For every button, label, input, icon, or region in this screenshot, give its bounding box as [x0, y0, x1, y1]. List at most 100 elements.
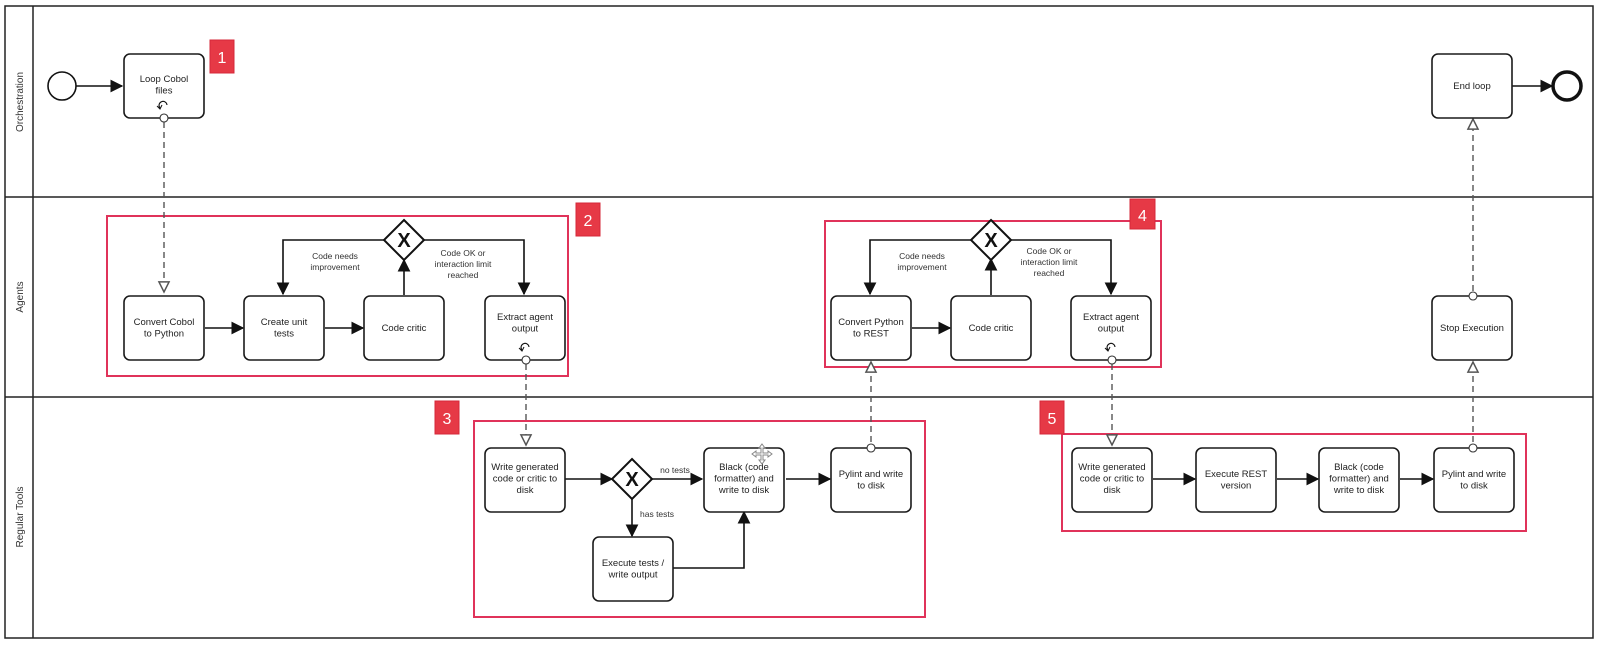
exclusive-gateway[interactable]: X [382, 218, 426, 262]
step-badge-4: 4 [1129, 198, 1156, 230]
task-stop-execution[interactable]: Stop Execution [1431, 295, 1513, 361]
task-code-critic[interactable]: Code critic [363, 295, 445, 361]
connector-dot [1468, 443, 1478, 453]
task-label: Write generated [491, 462, 558, 473]
task-label: Black (code [719, 462, 769, 473]
task-label: Code critic [382, 323, 427, 334]
flow-gateway2-ok [1010, 239, 1118, 296]
task-code-critic-rest[interactable]: Code critic [950, 295, 1032, 361]
task-label: code or critic to [493, 474, 557, 485]
task-label: to REST [853, 329, 889, 340]
flow-tests-to-black [673, 510, 751, 569]
task-label: formatter) and [714, 474, 774, 485]
task-label: output [1098, 324, 1125, 335]
task-label: to disk [857, 481, 885, 492]
task-label: output [512, 324, 539, 335]
gateway-x-icon: X [625, 469, 639, 491]
connector-dot [1107, 355, 1117, 365]
svg-text:5: 5 [1048, 411, 1057, 428]
task-label: write to disk [718, 485, 769, 496]
task-label: disk [517, 485, 534, 496]
exclusive-gateway[interactable]: X [969, 218, 1013, 262]
task-label: to disk [1460, 481, 1488, 492]
task-label: Pylint and write [1442, 469, 1506, 480]
task-label: tests [274, 329, 294, 340]
step-badge-2: 2 [575, 202, 601, 237]
task-label: write output [607, 570, 657, 581]
task-label: Pylint and write [839, 469, 903, 480]
edge-label-has-tests: has tests [640, 509, 674, 519]
end-event[interactable] [1551, 70, 1583, 102]
flow-gateway2-needs-improvement [863, 239, 972, 296]
task-label: write to disk [1333, 485, 1384, 496]
task-label: Execute tests / [602, 558, 665, 569]
highlight-box-2 [106, 215, 569, 377]
task-label: Stop Execution [1440, 323, 1504, 334]
connector-dot [866, 443, 876, 453]
loop-marker-arrow-icon [156, 104, 163, 110]
lane-label-agents: Agents [15, 281, 26, 312]
task-label: version [1221, 481, 1252, 492]
pool-border [4, 5, 1594, 639]
svg-text:3: 3 [443, 411, 452, 428]
task-label: code or critic to [1080, 474, 1144, 485]
step-badge-3: 3 [434, 400, 460, 435]
task-label: Create unit [261, 317, 308, 328]
highlight-groups [106, 215, 1527, 618]
gateway-x-icon: X [397, 230, 411, 252]
task-label: Convert Python [838, 317, 903, 328]
flow-gateway-needs-improvement [276, 239, 385, 296]
connectors [159, 113, 1478, 453]
connector-dot [521, 355, 531, 365]
svg-text:2: 2 [584, 213, 593, 230]
svg-text:4: 4 [1138, 208, 1147, 225]
loop-marker-arrow-icon [518, 346, 525, 352]
flow-gateway-ok [423, 239, 531, 296]
task-label: Extract agent [1083, 312, 1139, 323]
step-badge-5: 5 [1039, 400, 1065, 435]
task-label: files [156, 86, 173, 97]
task-execute-tests[interactable]: Execute tests /write output [592, 536, 674, 602]
task-label: Black (code [1334, 462, 1384, 473]
move-cursor-icon [751, 443, 773, 465]
task-label: Code critic [969, 323, 1014, 334]
lane-label-regular-tools: Regular Tools [15, 487, 26, 548]
start-event[interactable] [47, 71, 77, 101]
svg-text:Execute tests /write output: Execute tests /write output [602, 558, 665, 581]
connector-dot [159, 113, 169, 123]
highlight-box-5 [1061, 433, 1527, 532]
task-label: to Python [144, 329, 184, 340]
task-end-loop[interactable]: End loop [1431, 53, 1513, 119]
task-label: Convert Cobol [134, 317, 195, 328]
sequence-flows [76, 79, 1554, 569]
task-label: Write generated [1078, 462, 1145, 473]
gateway-x-icon: X [984, 230, 998, 252]
message-flows [164, 119, 1473, 445]
exclusive-gateway[interactable]: X [610, 457, 654, 501]
